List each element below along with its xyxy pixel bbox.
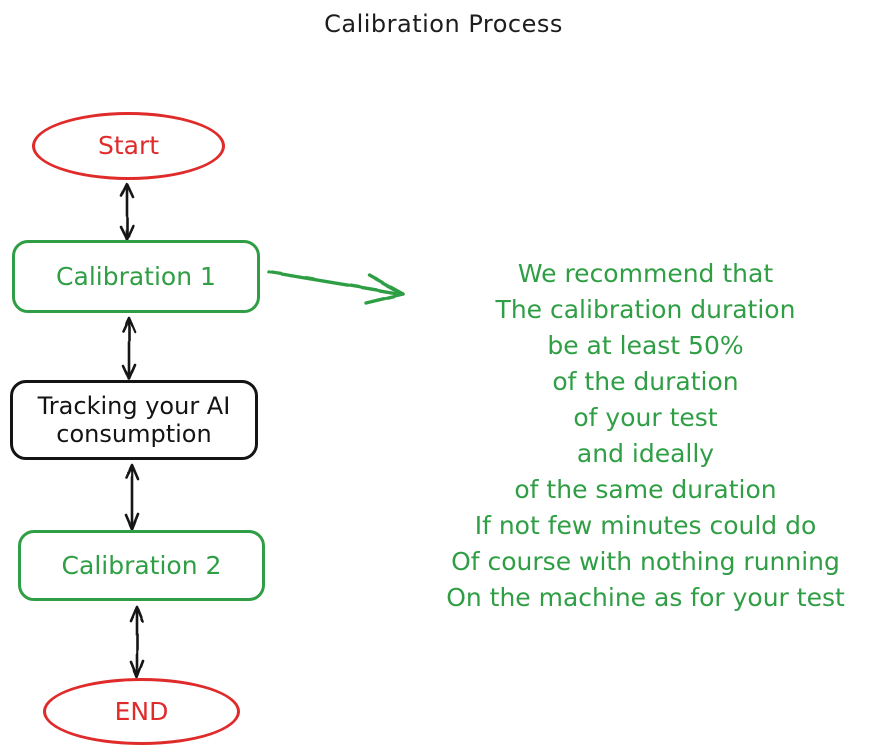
annotation-line-1: We recommend that xyxy=(517,259,774,288)
connector-calibration-2-to-end xyxy=(129,605,145,679)
node-calibration-2[interactable]: Calibration 2 xyxy=(18,530,265,601)
connector-calibration-1-to-annotation xyxy=(267,270,405,305)
node-end-label: END xyxy=(114,696,169,726)
annotation-line-4: of the duration xyxy=(552,367,739,396)
annotation-line-3: be at least 50% xyxy=(547,331,744,360)
connector-calibration-1-to-tracking xyxy=(121,316,137,381)
annotation-line-7: of the same duration xyxy=(514,475,777,504)
connector-tracking-to-calibration-2 xyxy=(124,463,140,531)
annotation-line-9: Of course with nothing running xyxy=(451,547,840,576)
node-tracking-ai-consumption[interactable]: Tracking your AI consumption xyxy=(10,380,258,460)
node-tracking-label: Tracking your AI consumption xyxy=(37,391,231,448)
annotation-line-10: On the machine as for your test xyxy=(446,583,845,612)
node-start[interactable]: Start xyxy=(32,112,225,180)
connector-start-to-calibration-1 xyxy=(119,182,135,241)
node-calibration-1[interactable]: Calibration 1 xyxy=(12,240,260,313)
node-end[interactable]: END xyxy=(43,678,240,745)
annotation-line-5: of your test xyxy=(573,403,718,432)
node-start-label: Start xyxy=(97,131,160,161)
recommendation-annotation: We recommend that The calibration durati… xyxy=(404,256,887,616)
annotation-line-8: If not few minutes could do xyxy=(474,511,817,540)
annotation-line-2: The calibration duration xyxy=(495,295,796,324)
diagram-title: Calibration Process xyxy=(324,10,563,38)
node-calibration-1-label: Calibration 1 xyxy=(56,261,216,291)
annotation-line-6: and ideally xyxy=(576,439,715,468)
node-calibration-2-label: Calibration 2 xyxy=(61,550,222,580)
